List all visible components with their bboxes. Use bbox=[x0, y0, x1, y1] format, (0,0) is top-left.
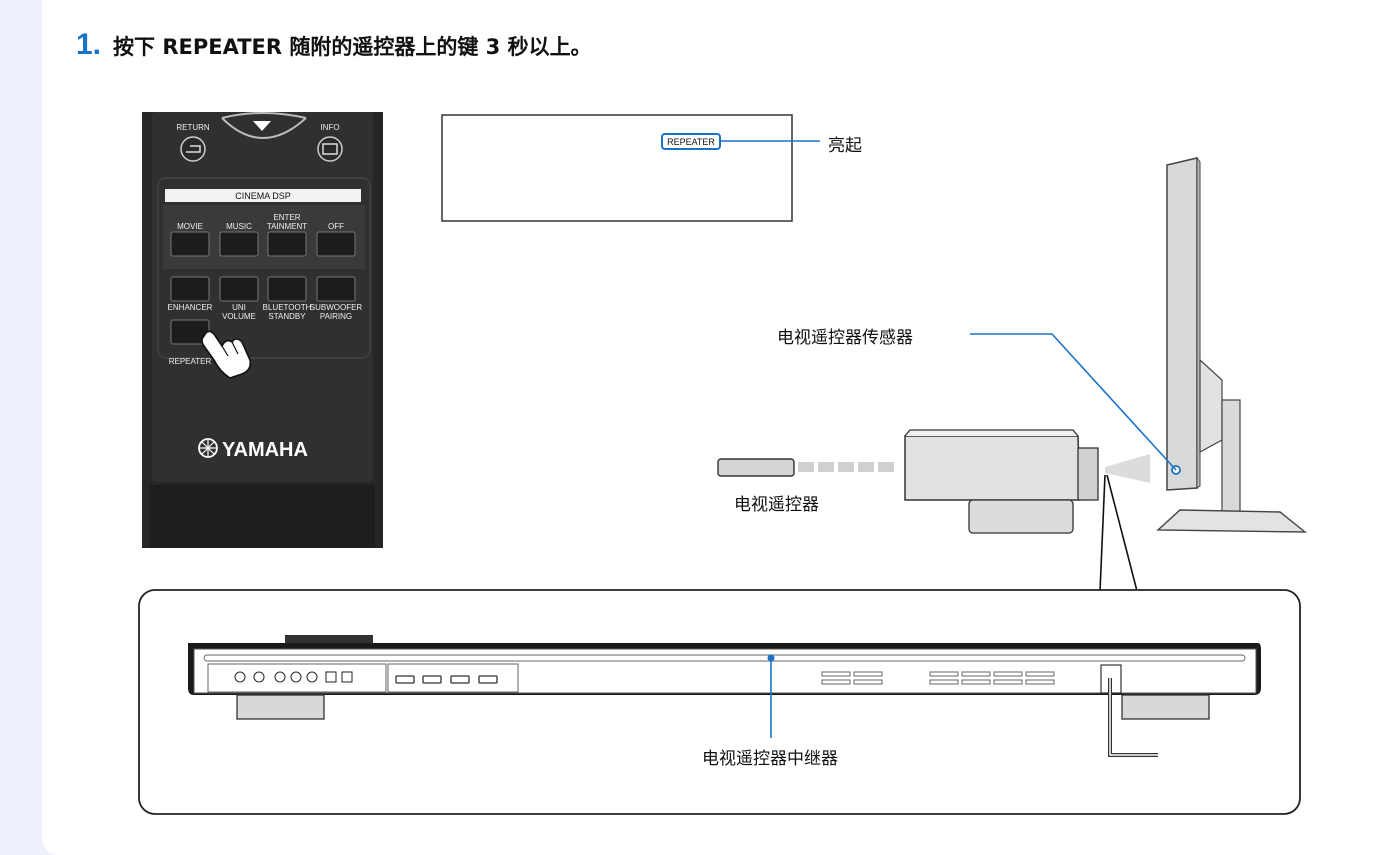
music-button[interactable] bbox=[219, 231, 259, 257]
display-callout-label: 亮起 bbox=[828, 136, 862, 156]
function-button-label: PAIRING bbox=[320, 312, 352, 321]
step-heading: 1. 按下 REPEATER 随附的遥控器上的键 3 秒以上。 bbox=[76, 28, 592, 62]
function-button-label: STANDBY bbox=[268, 312, 306, 321]
tv-sensor-label: 电视遥控器传感器 bbox=[777, 328, 913, 348]
function-button-label: ENHANCER bbox=[168, 303, 213, 312]
sensor-callout-line bbox=[970, 333, 1177, 471]
mode-button-label: TAINMENT bbox=[267, 222, 307, 231]
tv-remote-label: 电视遥控器 bbox=[734, 495, 819, 515]
entertainment-button[interactable] bbox=[267, 231, 307, 257]
info-button[interactable] bbox=[317, 136, 343, 162]
step-instruction: 按下 REPEATER 随附的遥控器上的键 3 秒以上。 bbox=[113, 35, 592, 59]
uni-volume-button[interactable] bbox=[219, 276, 259, 302]
subwoofer-pairing-button[interactable] bbox=[316, 276, 356, 302]
off-button[interactable] bbox=[316, 231, 356, 257]
function-button-label: VOLUME bbox=[222, 312, 256, 321]
mode-button-label: ENTER bbox=[273, 213, 300, 222]
return-button[interactable] bbox=[180, 136, 206, 162]
info-label: INFO bbox=[320, 123, 339, 132]
brand-label: YAMAHA bbox=[222, 439, 308, 461]
repeater-rear-view bbox=[188, 635, 1261, 757]
cinema-dsp-band bbox=[165, 189, 361, 202]
bluetooth-standby-button[interactable] bbox=[267, 276, 307, 302]
cinema-dsp-label: CINEMA DSP bbox=[235, 191, 291, 201]
function-button-label: UNI bbox=[232, 303, 246, 312]
step-number: 1. bbox=[76, 28, 102, 61]
mode-button-label: MOVIE bbox=[177, 222, 203, 231]
repeater-callout-dot bbox=[767, 654, 775, 662]
down-arrow-icon bbox=[253, 121, 271, 131]
info-icon bbox=[322, 143, 338, 155]
function-button-label: SUBWOOFER bbox=[310, 303, 363, 312]
return-label: RETURN bbox=[176, 123, 210, 132]
return-icon bbox=[186, 145, 201, 153]
yamaha-logo: YAMAHA bbox=[198, 438, 308, 461]
pointing-hand-icon bbox=[201, 330, 252, 379]
repeater-side-view bbox=[904, 429, 1099, 534]
front-display-panel: REPEATER bbox=[441, 114, 820, 222]
repeater-button-label: REPEATER bbox=[169, 357, 212, 366]
tv-illustration bbox=[1105, 156, 1308, 533]
tv-remote-illustration bbox=[717, 458, 894, 477]
repeater-indicator-text: REPEATER bbox=[667, 137, 715, 147]
mode-button-label: MUSIC bbox=[226, 222, 252, 231]
movie-button[interactable] bbox=[170, 231, 210, 257]
function-button-label: BLUETOOTH bbox=[263, 303, 312, 312]
mode-button-label: OFF bbox=[328, 222, 344, 231]
remote-control: RETURN INFO CINEMA DSP MOVIE MUSIC ENTERTA… bbox=[142, 112, 383, 548]
repeater-label: 电视遥控器中继器 bbox=[702, 749, 838, 769]
enhancer-button[interactable] bbox=[170, 276, 210, 302]
